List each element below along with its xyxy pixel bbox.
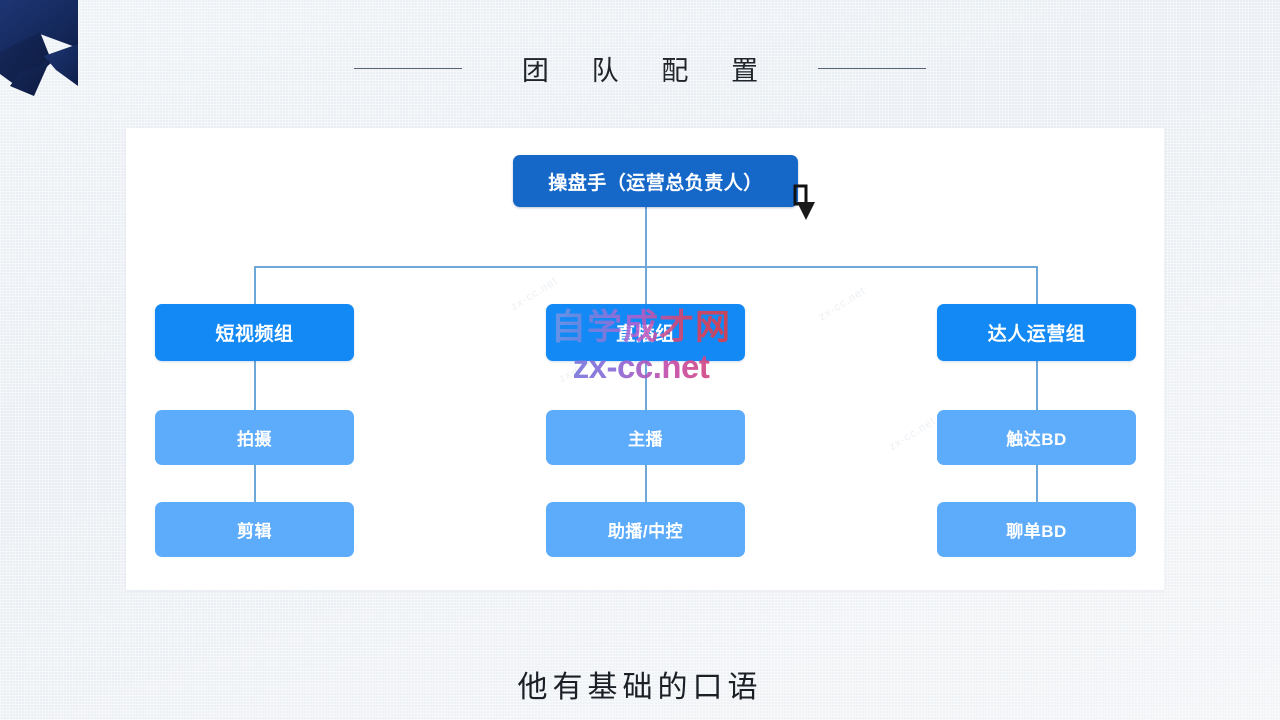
ghost-watermark: zx-cc.net	[816, 284, 869, 324]
org-node-branch-live[interactable]: 直播组	[546, 304, 745, 361]
subtitle-caption: 他有基础的口语	[517, 671, 763, 704]
org-node-root[interactable]: 操盘手（运营总负责人）	[513, 155, 798, 207]
connector-bus-to-branch-0	[254, 266, 256, 304]
org-node-leaf-reach-bd[interactable]: 触达BD	[937, 410, 1136, 465]
page-title: 团 队 配 置	[521, 55, 777, 86]
header-rule-left	[353, 67, 462, 69]
connector-branch1-child0	[645, 360, 647, 410]
org-node-branch-influencer[interactable]: 达人运营组	[937, 304, 1136, 361]
slide-header: 团 队 配 置	[0, 42, 1280, 94]
connector-branch2-child1	[1036, 465, 1038, 502]
org-node-leaf-chat-bd[interactable]: 聊单BD	[937, 502, 1136, 557]
org-node-leaf-assistant-host[interactable]: 助播/中控	[546, 502, 745, 557]
connector-branch1-child1	[645, 465, 647, 502]
ghost-watermark: zx-cc.net	[886, 414, 939, 454]
org-chart: zx-cc.net zx-cc.net zx-cc.net zx-cc.net …	[126, 128, 1164, 590]
org-node-leaf-editing[interactable]: 剪辑	[155, 502, 354, 557]
connector-bus-to-branch-2	[1036, 266, 1038, 304]
connector-bus-to-branch-1	[645, 266, 647, 304]
org-node-branch-short-video[interactable]: 短视频组	[155, 304, 354, 361]
connector-branch2-child0	[1036, 360, 1038, 410]
org-node-leaf-host[interactable]: 主播	[546, 410, 745, 465]
connector-branch0-child1	[254, 465, 256, 502]
org-node-leaf-shooting[interactable]: 拍摄	[155, 410, 354, 465]
connector-branch0-child0	[254, 360, 256, 410]
header-rule-right	[818, 67, 927, 69]
connector-root-down	[645, 194, 647, 267]
